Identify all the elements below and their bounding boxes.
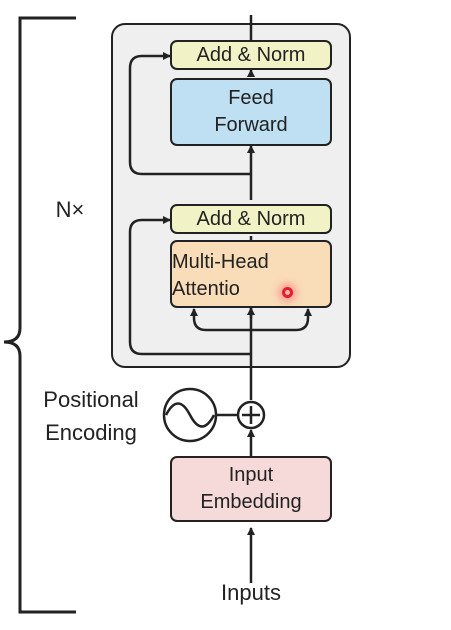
positional-encoding-line2: Encoding [45,420,137,445]
repeat-count-label: N× [55,197,85,222]
multi-head-attention-box: Multi-Head Attentio [170,240,332,308]
feed-forward-box: Feed Forward [170,78,332,146]
add-norm-bottom-label: Add & Norm [196,207,306,230]
add-circle-icon [236,400,266,430]
positional-encoding-line1: Positional [43,387,139,412]
feed-forward-label-line1: Feed [228,87,274,109]
positional-encoding-label: Positional Encoding [26,383,156,449]
attention-label-line2: Attentio [172,278,240,300]
add-norm-bottom-box: Add & Norm [170,204,332,234]
input-embedding-label-line2: Embedding [200,491,302,513]
add-norm-top-label: Add & Norm [196,43,306,66]
attention-label-line1: Multi-Head [172,251,269,273]
input-embedding-box: Input Embedding [170,456,332,522]
input-embedding-label-line1: Input [228,464,274,486]
inputs-label: Inputs [221,580,281,605]
feed-forward-label-line2: Forward [214,114,288,136]
pointer-dot [282,287,293,298]
add-norm-top-box: Add & Norm [170,40,332,70]
sine-wave-icon [162,387,218,443]
